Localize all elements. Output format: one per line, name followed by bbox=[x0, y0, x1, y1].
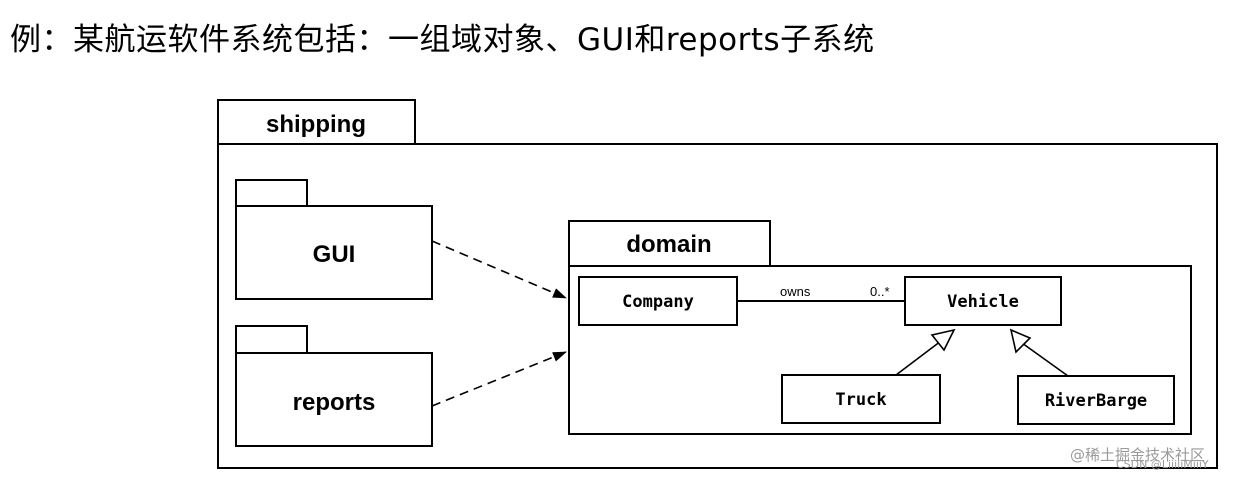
shipping-package-tab bbox=[217, 99, 416, 145]
reports-dependency-arrow bbox=[431, 351, 567, 407]
riverbarge-generalization-line bbox=[1021, 342, 1069, 377]
truck-class: Truck bbox=[781, 374, 941, 424]
reports-package-body bbox=[235, 352, 433, 447]
gui-package-tab bbox=[235, 179, 308, 207]
riverbarge-class-label: RiverBarge bbox=[1045, 391, 1147, 411]
truck-generalization-arrowhead bbox=[930, 328, 956, 352]
gui-package-label: GUI bbox=[313, 241, 356, 268]
watermark-line1: @稀土掘金技术社区 bbox=[1070, 446, 1206, 464]
domain-package-tab bbox=[568, 220, 771, 267]
association-name: owns bbox=[780, 284, 811, 299]
vehicle-class: Vehicle bbox=[904, 276, 1062, 326]
riverbarge-class: RiverBarge bbox=[1017, 375, 1175, 425]
gui-package-body bbox=[235, 205, 433, 300]
vehicle-class-label: Vehicle bbox=[947, 292, 1019, 312]
reports-package-tab bbox=[235, 325, 308, 354]
shipping-package-label: shipping bbox=[266, 111, 366, 138]
association-multiplicity: 0..* bbox=[870, 284, 890, 299]
gui-package: GUI bbox=[235, 179, 433, 300]
page-heading: 例：某航运软件系统包括：一组域对象、GUI和reports子系统 bbox=[10, 22, 875, 58]
riverbarge-generalization-arrowhead bbox=[1009, 328, 1032, 354]
reports-package-label: reports bbox=[293, 389, 376, 416]
company-class-label: Company bbox=[622, 292, 694, 312]
truck-class-label: Truck bbox=[835, 390, 886, 410]
company-class: Company bbox=[578, 276, 738, 326]
domain-package-label: domain bbox=[626, 231, 711, 258]
gui-dependency-arrow bbox=[431, 240, 567, 299]
reports-package: reports bbox=[235, 325, 433, 447]
truck-generalization-line bbox=[895, 340, 942, 376]
watermark-line2: CSDN @LiiiiiMiiiY bbox=[1116, 458, 1209, 471]
